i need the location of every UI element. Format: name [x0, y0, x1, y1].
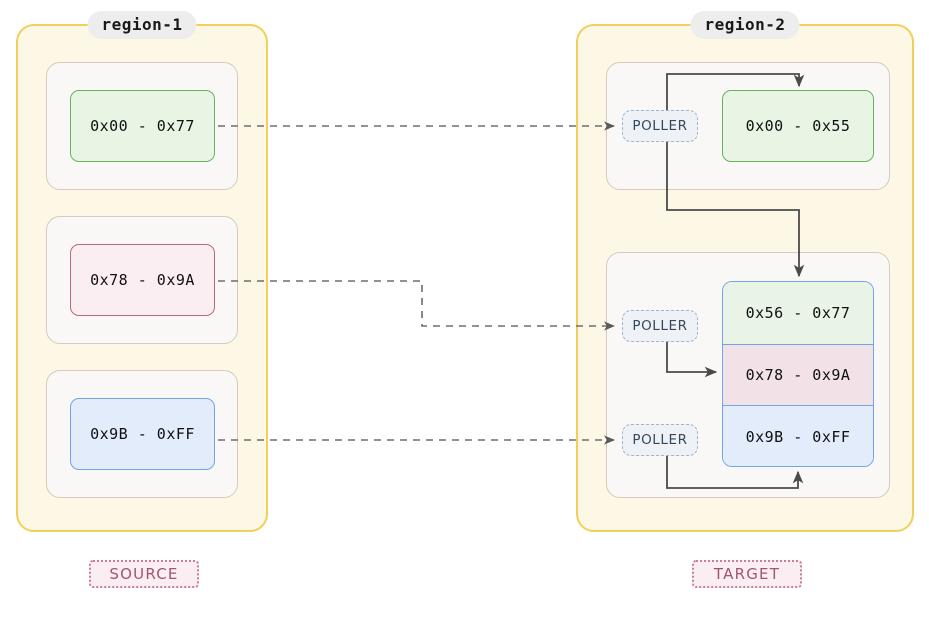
source-range-text-2: 0x78 - 0x9A	[90, 271, 195, 289]
poller-1[interactable]: POLLER	[622, 110, 698, 142]
target-stack-seg-3[interactable]: 0x9B - 0xFF	[723, 406, 873, 466]
source-range-chip-1[interactable]: 0x00 - 0x77	[70, 90, 215, 162]
poller-2-label: POLLER	[632, 318, 688, 334]
target-top-range-text: 0x00 - 0x55	[745, 117, 851, 135]
source-range-chip-3[interactable]: 0x9B - 0xFF	[70, 398, 215, 470]
target-stack-text-3: 0x9B - 0xFF	[745, 428, 851, 446]
poller-1-label: POLLER	[632, 118, 688, 134]
target-stack-seg-2[interactable]: 0x78 - 0x9A	[723, 344, 873, 406]
source-range-text-3: 0x9B - 0xFF	[90, 425, 195, 443]
target-stacked-ranges: 0x56 - 0x77 0x78 - 0x9A 0x9B - 0xFF	[722, 281, 874, 467]
source-caption: SOURCE	[89, 560, 199, 588]
target-stack-seg-1[interactable]: 0x56 - 0x77	[723, 282, 873, 344]
source-range-chip-2[interactable]: 0x78 - 0x9A	[70, 244, 215, 316]
target-stack-text-2: 0x78 - 0x9A	[745, 366, 851, 384]
target-stack-text-1: 0x56 - 0x77	[745, 304, 851, 322]
target-caption: TARGET	[692, 560, 802, 588]
poller-3-label: POLLER	[632, 432, 688, 448]
region-2-label: region-2	[690, 11, 800, 39]
target-caption-text: TARGET	[713, 565, 781, 583]
wire-source2-to-poller2	[218, 280, 616, 331]
source-caption-text: SOURCE	[109, 565, 179, 583]
region-1-label: region-1	[87, 11, 197, 39]
source-range-text-1: 0x00 - 0x77	[90, 117, 195, 135]
target-top-range-chip[interactable]: 0x00 - 0x55	[722, 90, 874, 162]
poller-3[interactable]: POLLER	[622, 424, 698, 456]
poller-2[interactable]: POLLER	[622, 310, 698, 342]
